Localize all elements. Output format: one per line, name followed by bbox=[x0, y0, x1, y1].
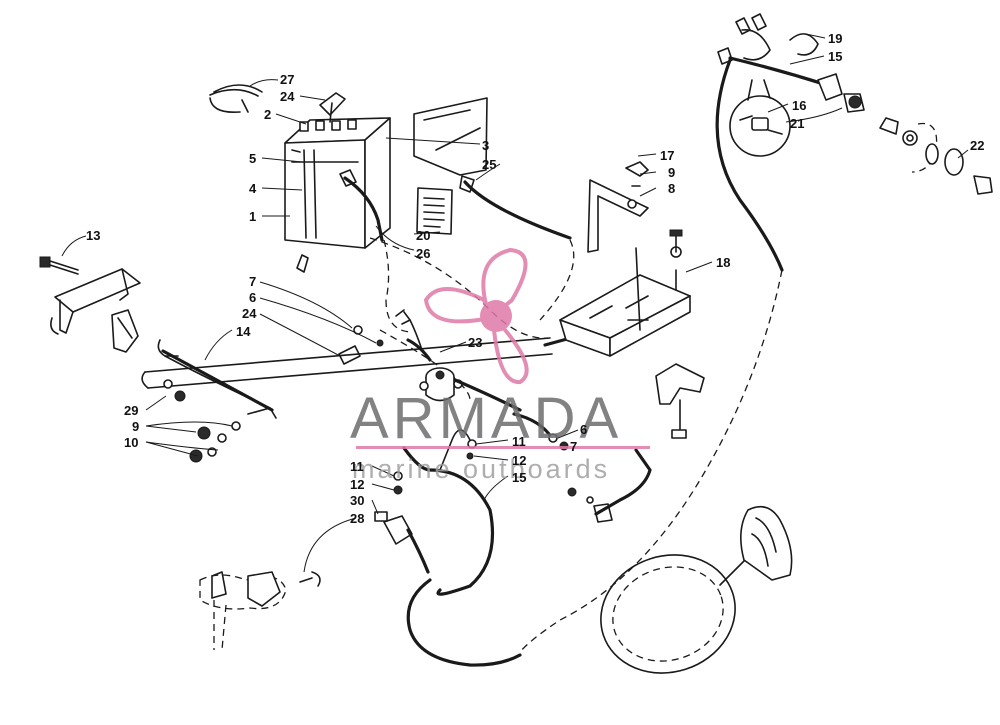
callout-26: 26 bbox=[416, 246, 430, 261]
callout-18: 18 bbox=[716, 255, 730, 270]
callout-14: 14 bbox=[236, 324, 251, 339]
callout-labels: 27 24 2 5 4 1 3 25 20 26 13 17 9 8 18 19… bbox=[86, 31, 984, 526]
callout-20: 20 bbox=[416, 228, 430, 243]
mount-clip bbox=[111, 309, 139, 353]
callout-9-top: 9 bbox=[668, 165, 675, 180]
callout-4: 4 bbox=[249, 181, 257, 196]
callout-15-mid: 15 bbox=[512, 470, 526, 485]
propeller-logo-icon bbox=[423, 247, 529, 385]
callout-12-left: 12 bbox=[350, 477, 364, 492]
callout-6-left: 6 bbox=[249, 290, 256, 305]
callout-23: 23 bbox=[468, 335, 482, 350]
solenoid-cables bbox=[395, 309, 580, 440]
watermark-tagline: marine outboards bbox=[352, 454, 610, 484]
callout-2: 2 bbox=[264, 107, 271, 122]
ignition-zoom-circle bbox=[729, 79, 791, 157]
battery-vent-tube bbox=[209, 84, 263, 114]
starter-solenoid bbox=[419, 367, 463, 402]
left-bracket bbox=[50, 268, 141, 335]
callout-6-right: 6 bbox=[580, 422, 587, 437]
callout-19: 19 bbox=[828, 31, 842, 46]
battery-positive-cable bbox=[339, 169, 572, 242]
callout-30: 30 bbox=[350, 493, 364, 508]
callout-11-left: 11 bbox=[350, 459, 364, 474]
callout-7-right: 7 bbox=[570, 439, 577, 454]
warning-label bbox=[416, 187, 453, 235]
callout-7-left: 7 bbox=[249, 274, 256, 289]
ignition-switch bbox=[879, 117, 993, 195]
mount-foot bbox=[655, 363, 705, 439]
watermark-brand: ARMADA bbox=[350, 386, 622, 451]
callout-13: 13 bbox=[86, 228, 100, 243]
callout-27: 27 bbox=[280, 72, 294, 87]
bracket-18 bbox=[559, 229, 691, 357]
callout-29: 29 bbox=[124, 403, 138, 418]
callout-1: 1 bbox=[249, 209, 256, 224]
wire-harness bbox=[383, 429, 652, 667]
callout-5: 5 bbox=[249, 151, 256, 166]
callout-8: 8 bbox=[668, 181, 675, 196]
bolt-13 bbox=[39, 256, 79, 275]
callout-16: 16 bbox=[792, 98, 806, 113]
callout-10: 10 bbox=[124, 435, 138, 450]
callout-12-right: 12 bbox=[512, 453, 526, 468]
callout-11-right: 11 bbox=[512, 434, 526, 449]
callout-21: 21 bbox=[790, 116, 804, 131]
terminal-boot bbox=[319, 92, 346, 123]
ignition-harness bbox=[715, 13, 865, 272]
mounting-block bbox=[199, 571, 321, 651]
battery bbox=[284, 117, 391, 249]
small-hardware bbox=[163, 325, 569, 522]
callout-9-left: 9 bbox=[132, 419, 139, 434]
callout-3: 3 bbox=[482, 138, 489, 153]
steering-wheel bbox=[600, 505, 793, 674]
callout-24-mid: 24 bbox=[242, 306, 257, 321]
battery-strap bbox=[296, 149, 317, 273]
leader-lines bbox=[61, 33, 969, 573]
battery-cover-pad bbox=[413, 97, 488, 176]
callout-22: 22 bbox=[970, 138, 984, 153]
callout-25: 25 bbox=[482, 157, 496, 172]
callout-28: 28 bbox=[350, 511, 364, 526]
mounting-rail bbox=[141, 337, 553, 419]
callout-17: 17 bbox=[660, 148, 674, 163]
bracket-8 bbox=[587, 161, 649, 253]
armada-watermark: ARMADA marine outboards bbox=[350, 247, 650, 484]
callout-15-top: 15 bbox=[828, 49, 842, 64]
callout-24-top: 24 bbox=[280, 89, 295, 104]
